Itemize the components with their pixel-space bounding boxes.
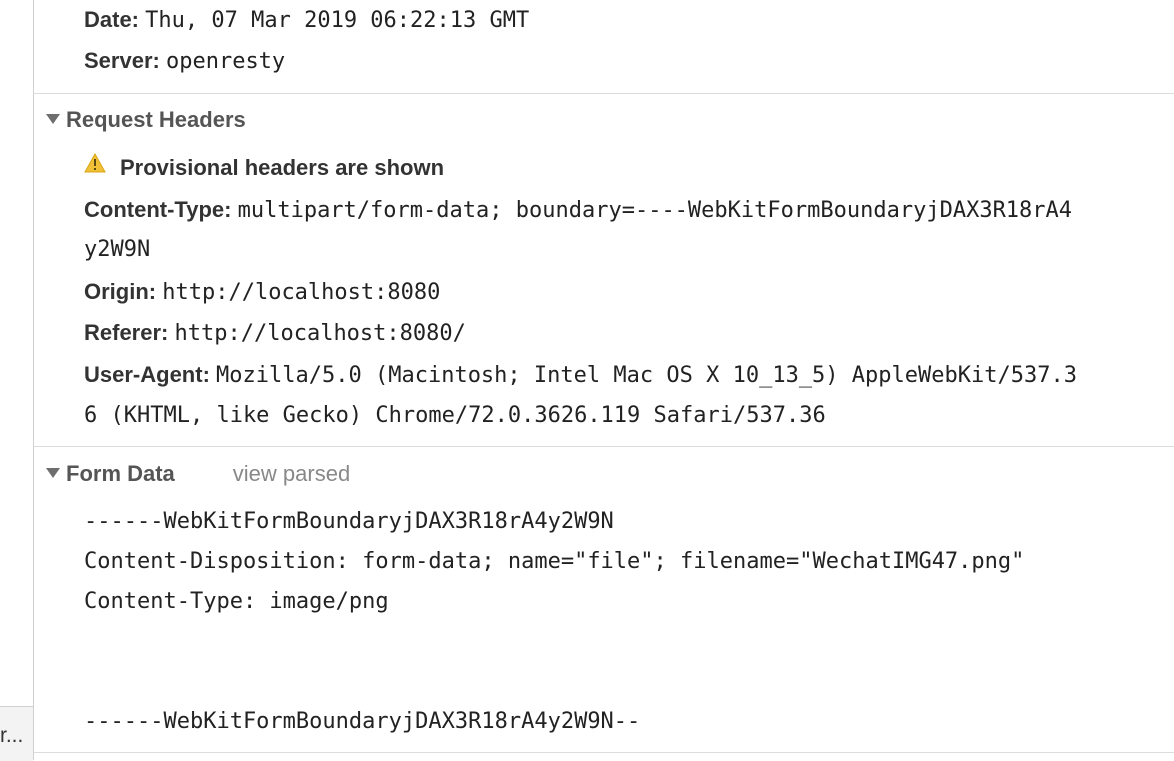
section-divider bbox=[34, 446, 1174, 447]
request-headers-toggle[interactable]: Request Headers bbox=[46, 100, 246, 140]
form-data-line: Content-Type: image/png bbox=[84, 589, 389, 614]
header-row-user-agent-cont: 6 (KHTML, like Gecko) Chrome/72.0.3626.1… bbox=[84, 395, 826, 435]
header-row-referer: Referer: http://localhost:8080/ bbox=[84, 313, 466, 353]
header-row-origin: Origin: http://localhost:8080 bbox=[84, 272, 440, 312]
left-sidebar bbox=[0, 0, 34, 760]
header-key: Content-Type: bbox=[84, 197, 232, 222]
header-key: Server: bbox=[84, 48, 160, 73]
header-row-content-type-cont: y2W9N bbox=[84, 229, 150, 269]
header-value: Thu, 07 Mar 2019 06:22:13 GMT bbox=[145, 8, 530, 33]
header-key: Referer: bbox=[84, 320, 169, 345]
section-divider bbox=[34, 752, 1174, 753]
header-row-user-agent: User-Agent: Mozilla/5.0 (Macintosh; Inte… bbox=[84, 355, 1077, 395]
view-parsed-link[interactable]: view parsed bbox=[232, 461, 351, 486]
header-value: http://localhost:8080/ bbox=[174, 321, 466, 346]
header-value-continuation: 6 (KHTML, like Gecko) Chrome/72.0.3626.1… bbox=[84, 403, 826, 428]
disclosure-triangle-icon bbox=[46, 114, 60, 125]
header-value: openresty bbox=[165, 49, 286, 74]
request-list-item-label: r... bbox=[0, 724, 24, 747]
header-value: http://localhost:8080 bbox=[162, 280, 441, 305]
header-row-content-type: Content-Type: multipart/form-data; bound… bbox=[84, 190, 1072, 230]
request-list-item[interactable] bbox=[0, 706, 33, 761]
header-value: multipart/form-data; boundary=----WebKit… bbox=[237, 198, 1073, 223]
warning-text: Provisional headers are shown bbox=[120, 155, 445, 180]
header-key: User-Agent: bbox=[84, 362, 210, 387]
provisional-warning: Provisional headers are shown bbox=[84, 148, 444, 188]
disclosure-triangle-icon bbox=[46, 468, 60, 479]
form-data-line: Content-Disposition: form-data; name="fi… bbox=[84, 549, 1025, 574]
header-key: Date: bbox=[84, 7, 140, 32]
section-title-request-headers: Request Headers bbox=[66, 107, 246, 132]
header-key: Origin: bbox=[84, 279, 157, 304]
header-value-continuation: y2W9N bbox=[84, 237, 151, 262]
header-row-date: Date: Thu, 07 Mar 2019 06:22:13 GMT bbox=[84, 0, 529, 40]
header-row-server: Server: openresty bbox=[84, 41, 285, 81]
form-data-toggle[interactable]: Form Data view parsed bbox=[46, 454, 350, 494]
section-divider bbox=[34, 93, 1174, 94]
headers-panel: Date: Thu, 07 Mar 2019 06:22:13 GMT Serv… bbox=[34, 0, 1174, 760]
warning-icon bbox=[84, 146, 106, 186]
form-data-line: ------WebKitFormBoundaryjDAX3R18rA4y2W9N bbox=[84, 509, 614, 534]
header-value: Mozilla/5.0 (Macintosh; Intel Mac OS X 1… bbox=[216, 363, 1077, 388]
section-title-form-data: Form Data bbox=[66, 461, 175, 486]
form-data-line: ------WebKitFormBoundaryjDAX3R18rA4y2W9N… bbox=[84, 709, 641, 734]
